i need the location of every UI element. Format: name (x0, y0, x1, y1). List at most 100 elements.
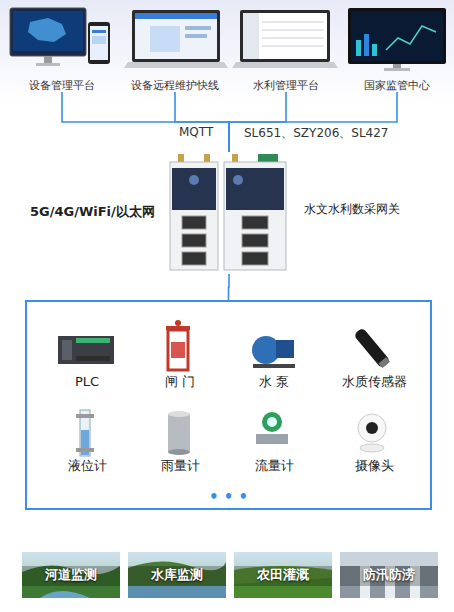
label-band (340, 566, 438, 586)
node-text: 设备管理平台 (29, 79, 95, 92)
gateway-logo (233, 175, 243, 185)
rain-gauge-top (168, 411, 190, 417)
platform-box: 设备管理平台 (6, 4, 118, 92)
laptop-lid (132, 10, 220, 62)
connector-line (229, 92, 397, 152)
gate-leaf (171, 342, 185, 358)
node-text: 河道监测 (45, 567, 97, 583)
laptop-lid (240, 10, 330, 62)
gateway-box: 水文水利数采网关 (166, 152, 292, 274)
monitor-frame (348, 8, 446, 64)
flow-meter-icon (262, 412, 282, 432)
node-text: 摄像头 (355, 458, 394, 474)
node-text: 设备远程维护快线 (131, 79, 219, 92)
phone-bar (92, 30, 106, 33)
flow-pipe (256, 434, 288, 444)
gateway-body (224, 162, 286, 270)
camera-base (360, 444, 384, 452)
platform-box: 设备远程维护快线 (120, 4, 230, 92)
phone-body (88, 22, 110, 64)
node-text: PLC (75, 374, 99, 390)
node-text: 农田灌溉 (257, 567, 309, 583)
screen-header (135, 13, 217, 19)
node-text: 水利管理平台 (253, 79, 319, 92)
laptop-screen (135, 13, 217, 59)
node-text: 液位计 (68, 458, 107, 474)
pump-motor (276, 340, 294, 358)
scene-photo (22, 552, 120, 598)
map-shape (28, 18, 66, 42)
device-box: 水 泵 (229, 324, 319, 390)
node-text: 防汛防涝 (363, 567, 415, 583)
connector-line (229, 92, 286, 152)
plc-terminal (76, 356, 110, 361)
node-text: 国家监管中心 (364, 79, 430, 92)
label-band (22, 566, 120, 586)
scene-photo (128, 552, 226, 598)
plc-icon (58, 336, 114, 364)
antenna-connector (204, 154, 210, 162)
sensor-icon (353, 327, 390, 368)
gateway-body (170, 162, 218, 270)
plc-module (62, 340, 72, 360)
scene-sky (340, 552, 438, 566)
device-box: 流量计 (229, 407, 319, 474)
screen-line (185, 34, 207, 38)
device-box: 水质传感器 (329, 324, 419, 390)
node-text: 水文水利数采网关 (304, 202, 400, 216)
phone-card (92, 36, 106, 44)
plc-terminal (76, 338, 110, 343)
table-line (262, 46, 324, 47)
node-text: • • • (27, 488, 430, 506)
device-box: PLC (42, 324, 132, 390)
scene-water (128, 586, 226, 598)
antenna-connector (232, 154, 238, 162)
device-box: 闸 门 (135, 324, 225, 390)
table-line (262, 38, 324, 39)
sensor-tip (378, 357, 390, 368)
scene-trees (22, 565, 120, 598)
chart-bar (356, 40, 361, 56)
pump-icon (252, 336, 280, 364)
camera-icon (358, 414, 386, 442)
platform-box: 水利管理平台 (230, 4, 342, 92)
protocol-label: SL651、SZY206、SL427 (244, 125, 389, 142)
monitor-screen (13, 11, 83, 51)
screen-sidebar (243, 13, 259, 59)
ethernet-port (182, 234, 206, 247)
scene-river (40, 591, 90, 598)
protocol-label: MQTT (179, 125, 213, 139)
phone-screen (90, 26, 108, 60)
rain-gauge-icon (168, 414, 190, 452)
laptop-base (232, 62, 338, 68)
node-text: 雨量计 (161, 458, 200, 474)
gauge-flange (76, 414, 94, 418)
scene-box: 水库监测 (128, 552, 226, 598)
ethernet-port (242, 216, 268, 229)
gate-wheel (175, 320, 181, 326)
flow-display (267, 417, 277, 427)
screen-line (185, 26, 211, 30)
gateway-logo (189, 175, 199, 185)
antenna-connector (178, 154, 184, 162)
laptop-screen (243, 13, 327, 59)
node-text: 水质传感器 (342, 374, 407, 390)
gauge-flange (76, 448, 94, 452)
scene-photo (340, 552, 438, 598)
scene-photo (234, 552, 332, 598)
ethernet-port (242, 252, 268, 265)
connector-line (175, 92, 229, 152)
label-band (128, 566, 226, 586)
connector-line (62, 92, 229, 152)
device-box: 雨量计 (135, 407, 225, 474)
field-device-group: • • • PLC 闸 门水 泵水质传感器液位计 雨量计 流量计摄像头 (25, 300, 432, 510)
gateway-panel (172, 168, 216, 210)
scene-box: 河道监测 (22, 552, 120, 598)
pump-base (253, 364, 295, 368)
device-box: 摄像头 (329, 407, 419, 474)
connector-line (228, 274, 230, 300)
monitor-base (36, 63, 60, 66)
label-band (234, 566, 332, 586)
ethernet-port (182, 216, 206, 229)
device-box: 液位计 (42, 407, 132, 474)
